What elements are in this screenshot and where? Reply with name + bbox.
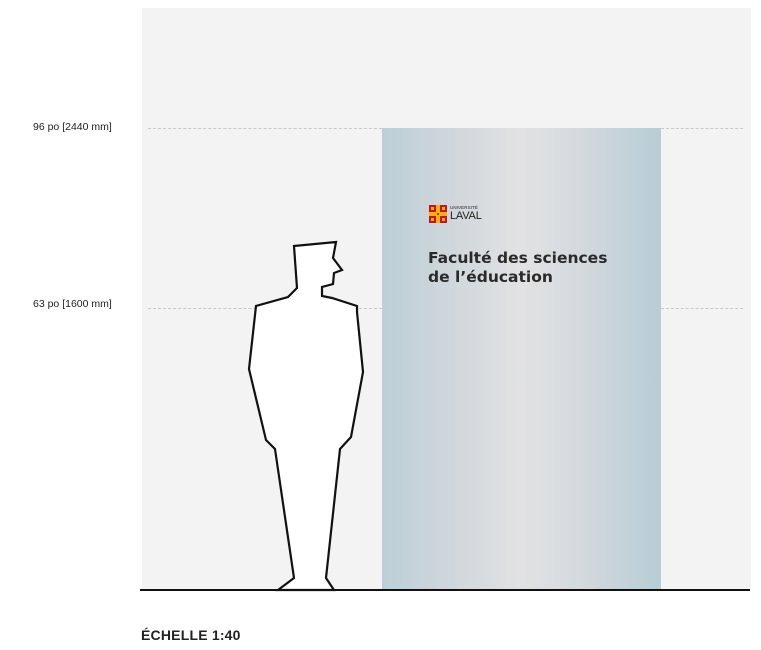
- faculty-name-line-1: Faculté des sciences: [428, 249, 608, 267]
- height-label-upper: 96 po [2440 mm]: [33, 121, 112, 133]
- height-line-96: [148, 128, 382, 129]
- height-line-63: [148, 308, 382, 309]
- height-label-lower: 63 po [1600 mm]: [33, 298, 112, 310]
- height-line-96-right: [661, 128, 743, 129]
- logo-wordmark-bottom: LAVAL: [450, 210, 482, 223]
- university-logo: UNIVERSITÉ LAVAL: [429, 205, 482, 223]
- logo-wordmark: UNIVERSITÉ LAVAL: [450, 204, 482, 223]
- laval-crest-icon: [429, 205, 447, 223]
- logo-wordmark-top: UNIVERSITÉ: [450, 204, 479, 210]
- sign-panel: UNIVERSITÉ LAVAL Faculté des sciences de…: [382, 128, 661, 589]
- scale-title: ÉCHELLE 1:40: [141, 627, 241, 643]
- ground-line: [140, 589, 750, 591]
- faculty-name: Faculté des sciences de l’éducation: [428, 249, 658, 287]
- faculty-name-line-2: de l’éducation: [428, 268, 553, 286]
- height-line-63-right: [661, 308, 743, 309]
